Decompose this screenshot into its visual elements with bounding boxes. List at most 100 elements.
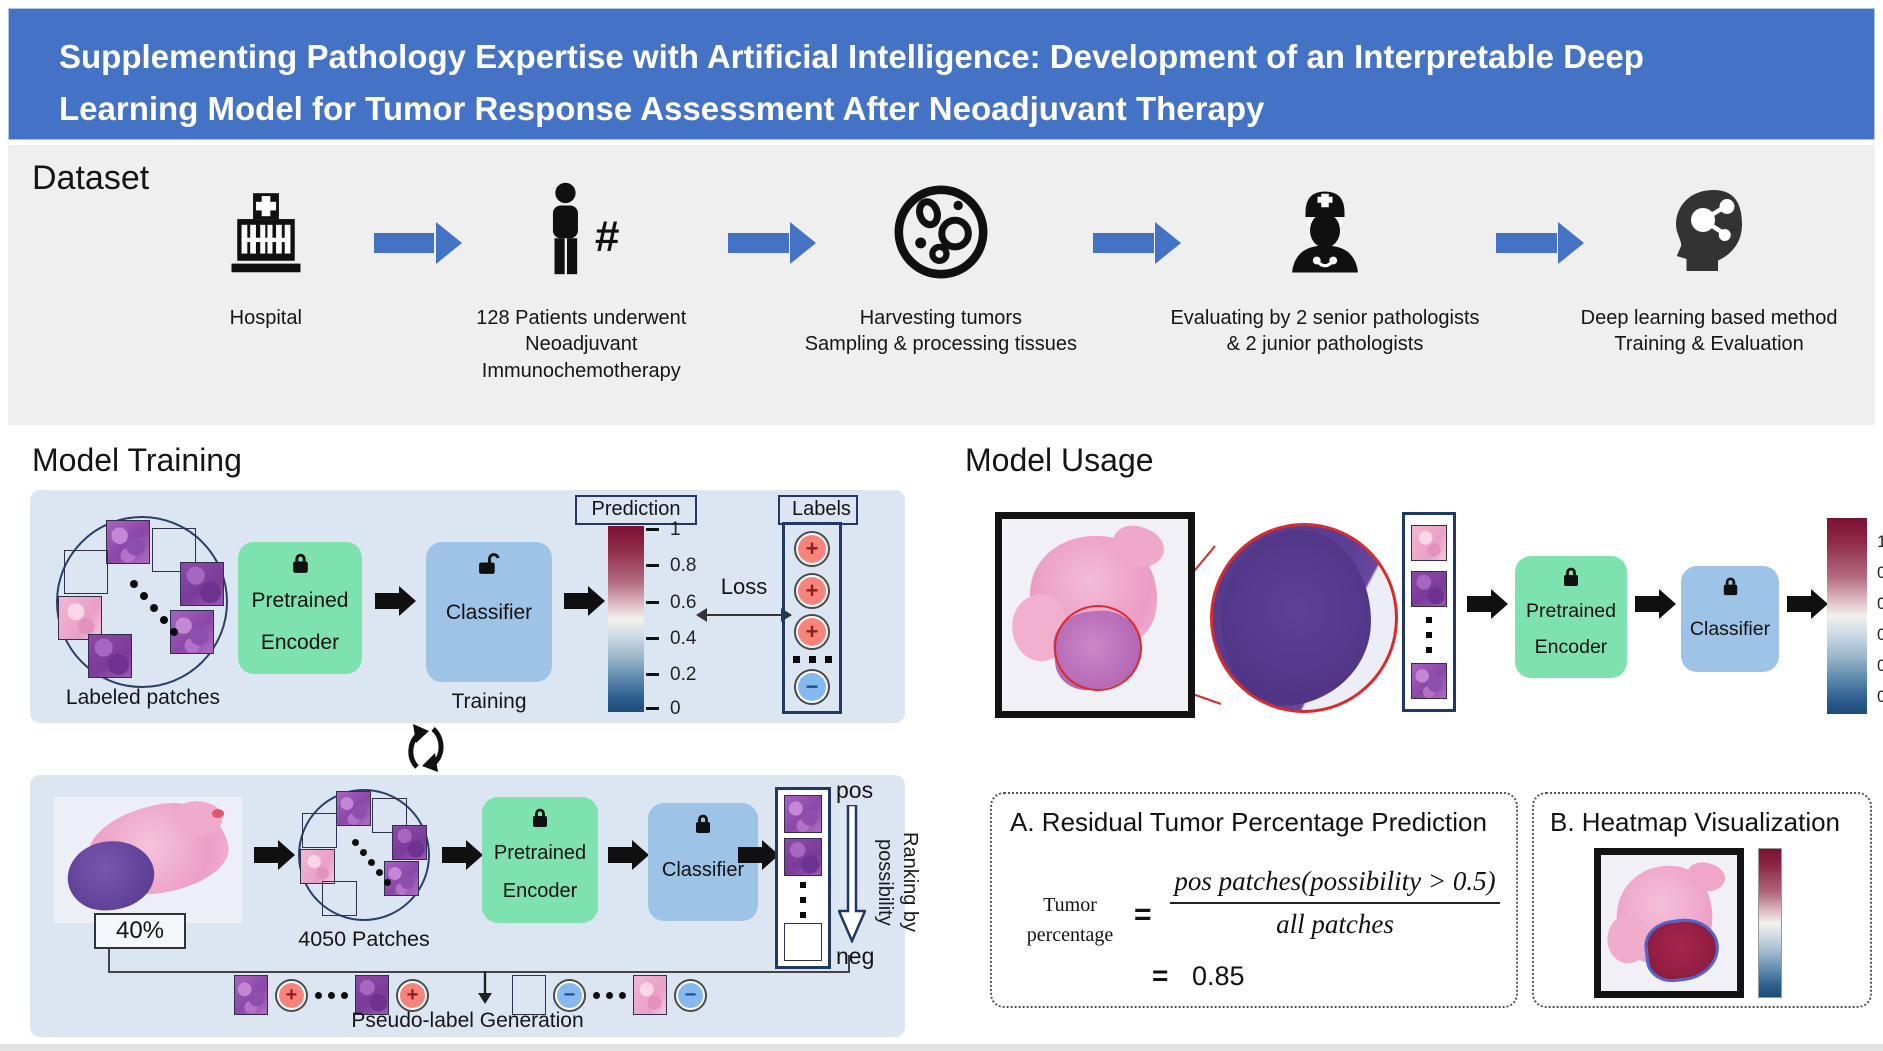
title-line-2: Learning Model for Tumor Response Assess…: [59, 90, 1265, 127]
dataset-step-deep-learning: Deep learning based method Training & Ev…: [1557, 171, 1861, 384]
ranking-down-arrow-icon: [838, 805, 866, 943]
wsi-thumbnail: [54, 797, 242, 923]
prediction-title: Prediction: [575, 495, 697, 525]
step-caption: Hospital: [229, 307, 302, 329]
patch-thumbnail: [633, 975, 667, 1015]
title-banner: Supplementing Pathology Expertise with A…: [8, 8, 1875, 140]
positive-label-icon: +: [396, 978, 429, 1012]
tick-label: 0: [670, 698, 681, 719]
flow-arrow-icon: [1496, 222, 1585, 264]
encoder-label: Pretrained Encoder: [493, 842, 587, 902]
dataset-pipeline: Hospital # 128 Patients underwent Neoadj…: [158, 171, 1861, 384]
wsi-slide-image: [995, 512, 1195, 718]
lock-open-icon: [475, 551, 504, 576]
tick-label: 0.6: [670, 592, 697, 613]
dataset-step-hospital: Hospital: [158, 171, 374, 384]
pseudo-label-caption: Pseudo-label Generation: [351, 1009, 584, 1032]
ai-head-icon: [1661, 171, 1757, 293]
tick-label: 0.4: [670, 628, 697, 649]
dataset-heading: Dataset: [32, 159, 150, 197]
model-training-heading: Model Training: [32, 442, 242, 478]
pathologist-icon: [1277, 171, 1373, 293]
hospital-icon: [220, 171, 312, 293]
prediction-colorbar: [608, 526, 659, 712]
step-caption: Harvesting tumors Sampling & processing …: [804, 307, 1078, 356]
heatmap-panel: B. Heatmap Visualization: [1532, 792, 1872, 1008]
pseudo-label-pos-group: + +: [234, 975, 429, 1015]
training-caption: Training: [451, 690, 527, 713]
ellipsis-dots: [593, 991, 626, 999]
tick-label: 0.8: [670, 555, 697, 576]
dataset-step-tumors: Harvesting tumors Sampling & processing …: [789, 171, 1093, 384]
labels-title: Labels: [778, 495, 858, 525]
fraction-numerator: pos patches(possibility > 0.5): [1174, 866, 1496, 896]
dataset-step-patients: # 128 Patients underwent Neoadjuvant Imm…: [434, 171, 728, 384]
encoder-label: Pretrained Encoder: [251, 589, 349, 654]
ranking-pos-label: pos: [836, 777, 874, 803]
encoder-label: Pretrained Encoder: [1526, 600, 1616, 659]
patches-caption: 4050 Patches: [298, 927, 430, 951]
tick-label: 1: [670, 519, 681, 540]
classifier-label: Classifier: [1689, 618, 1771, 640]
positive-label-icon: +: [794, 530, 830, 567]
lock-closed-icon: [690, 812, 716, 836]
step-caption: Evaluating by 2 senior pathologists & 2 …: [1170, 307, 1480, 356]
ranking-column: [775, 787, 831, 969]
panel-b-title: B. Heatmap Visualization: [1550, 807, 1841, 837]
classifier-label: Classifier: [445, 601, 533, 624]
flow-arrow-icon: [608, 840, 649, 870]
classifier-label: Classifier: [661, 859, 745, 881]
flow-arrow-icon: [1092, 222, 1181, 264]
training-cycle-icon: [402, 722, 450, 774]
patch-thumbnail: [355, 975, 389, 1015]
model-usage-section: Model Usage: [955, 430, 1883, 760]
equals-sign: =: [1152, 960, 1169, 991]
pretrained-encoder-block: Pretrained Encoder: [238, 542, 362, 674]
lock-closed-icon: [1718, 575, 1743, 598]
positive-label-icon: +: [794, 572, 830, 609]
result-value: 0.85: [1192, 961, 1245, 991]
heatmap-image: [1594, 848, 1744, 998]
usage-colorbar: [1827, 518, 1867, 714]
connector-line: [108, 949, 110, 971]
labeled-patches-circle: [56, 516, 228, 688]
labels-column: + + + −: [782, 522, 842, 714]
pretrained-encoder-block: Pretrained Encoder: [482, 797, 598, 923]
step-caption: Deep learning based method Training & Ev…: [1580, 307, 1838, 356]
lock-closed-icon: [527, 806, 553, 830]
flow-arrow-icon: [1635, 589, 1676, 619]
dataset-step-pathologists: Evaluating by 2 senior pathologists & 2 …: [1154, 171, 1497, 384]
patient-icon: #: [543, 171, 620, 293]
classifier-block: Classifier: [426, 542, 552, 682]
lock-closed-icon: [1558, 565, 1584, 589]
flow-arrow-icon: [375, 586, 416, 616]
flow-arrow-icon: [1467, 589, 1508, 619]
training-stage2-panel: 40% 4050 Patches Pretra: [30, 775, 921, 1037]
connector-line: [108, 971, 850, 973]
pretrained-encoder-block: Pretrained Encoder: [1515, 556, 1627, 678]
tumor-cell-icon: [891, 171, 991, 293]
fraction-denominator: all patches: [1276, 909, 1394, 939]
patches-circle: [298, 789, 430, 921]
tick-label: 0.8: [1877, 563, 1883, 582]
formula-fraction: pos patches(possibility > 0.5) all patch…: [1170, 866, 1500, 940]
residual-tumor-panel: A. Residual Tumor Percentage Prediction …: [990, 792, 1518, 1008]
tick-label: 0: [1877, 687, 1883, 706]
patch-column: [1402, 512, 1456, 712]
ellipsis-dots: [800, 881, 806, 918]
ellipsis-dots: [1426, 617, 1432, 653]
connector-line: [848, 955, 850, 971]
lock-closed-icon: [287, 551, 314, 576]
formula-lhs: Tumor percentage: [1026, 894, 1114, 946]
tick-label: 1: [1877, 532, 1883, 551]
tick-label: 0.4: [1877, 625, 1883, 644]
negative-label-icon: −: [674, 978, 707, 1012]
down-arrow-icon: [476, 971, 494, 1005]
flow-arrow-icon: [1787, 589, 1828, 619]
flow-arrow-icon: [373, 222, 462, 264]
negative-label-icon: −: [794, 669, 830, 706]
ranking-neg-label: neg: [836, 943, 875, 969]
hash-symbol: #: [595, 212, 620, 261]
pseudo-label-neg-group: − −: [512, 975, 707, 1015]
